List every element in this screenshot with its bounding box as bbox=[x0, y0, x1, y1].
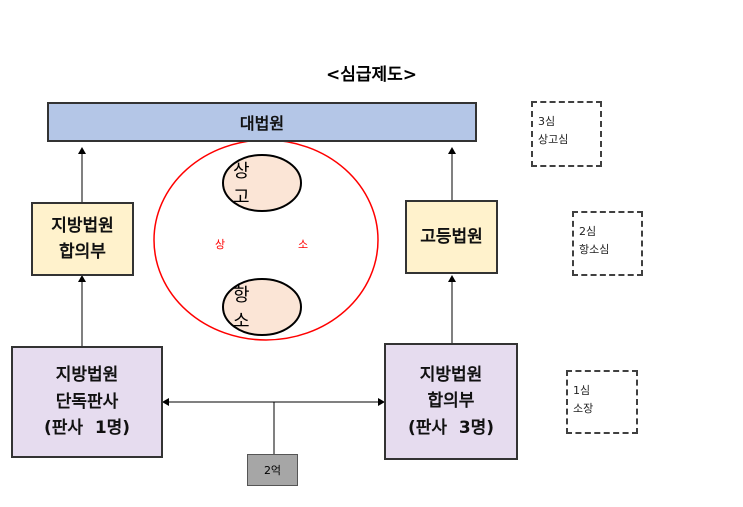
supreme-court-box: 대법원 bbox=[47, 102, 477, 142]
instance-1-name: 소장 bbox=[573, 402, 594, 416]
instance-1-level: 1심 bbox=[573, 384, 591, 397]
sangso-left-label: 상 bbox=[215, 238, 226, 251]
district-collegiate-lower-box: 지방법원 합의부 (판사 3명) bbox=[384, 343, 518, 460]
district-collegiate-upper-box: 지방법원 합의부 bbox=[31, 202, 134, 276]
district-single-line2: 단독판사 bbox=[55, 391, 119, 412]
instance-2-name: 항소심 bbox=[579, 243, 610, 257]
instance-3-level: 3심 bbox=[538, 115, 556, 128]
district-single-line1: 지방법원 bbox=[55, 365, 119, 386]
threshold-box: 2억 bbox=[247, 454, 298, 486]
hangso-label: 항 소 bbox=[233, 285, 260, 332]
district-collegiate-lower-line2: 합의부 bbox=[427, 391, 475, 412]
sangso-right-label: 소 bbox=[298, 238, 309, 251]
instance-2-level: 2심 bbox=[579, 225, 597, 238]
district-single-box: 지방법원 단독판사 (판사 1명) bbox=[11, 346, 163, 458]
instance-box-3: 3심 상고심 bbox=[531, 101, 602, 167]
instance-box-1: 1심 소장 bbox=[566, 370, 638, 434]
district-collegiate-lower-line3: (판사 3명) bbox=[407, 417, 495, 438]
high-court-box: 고등법원 bbox=[405, 200, 498, 274]
district-single-line3: (판사 1명) bbox=[43, 418, 131, 439]
district-collegiate-lower-line1: 지방법원 bbox=[419, 364, 483, 385]
hangso-oval bbox=[222, 278, 302, 336]
sanggo-oval bbox=[222, 154, 302, 212]
instance-3-name: 상고심 bbox=[538, 133, 569, 147]
sanggo-label: 상 고 bbox=[233, 161, 260, 208]
district-collegiate-upper-line1: 지방법원 bbox=[51, 215, 114, 236]
instance-box-2: 2심 항소심 bbox=[572, 211, 643, 276]
district-collegiate-upper-line2: 합의부 bbox=[59, 242, 106, 262]
diagram-title: <심급제도> bbox=[325, 65, 418, 85]
